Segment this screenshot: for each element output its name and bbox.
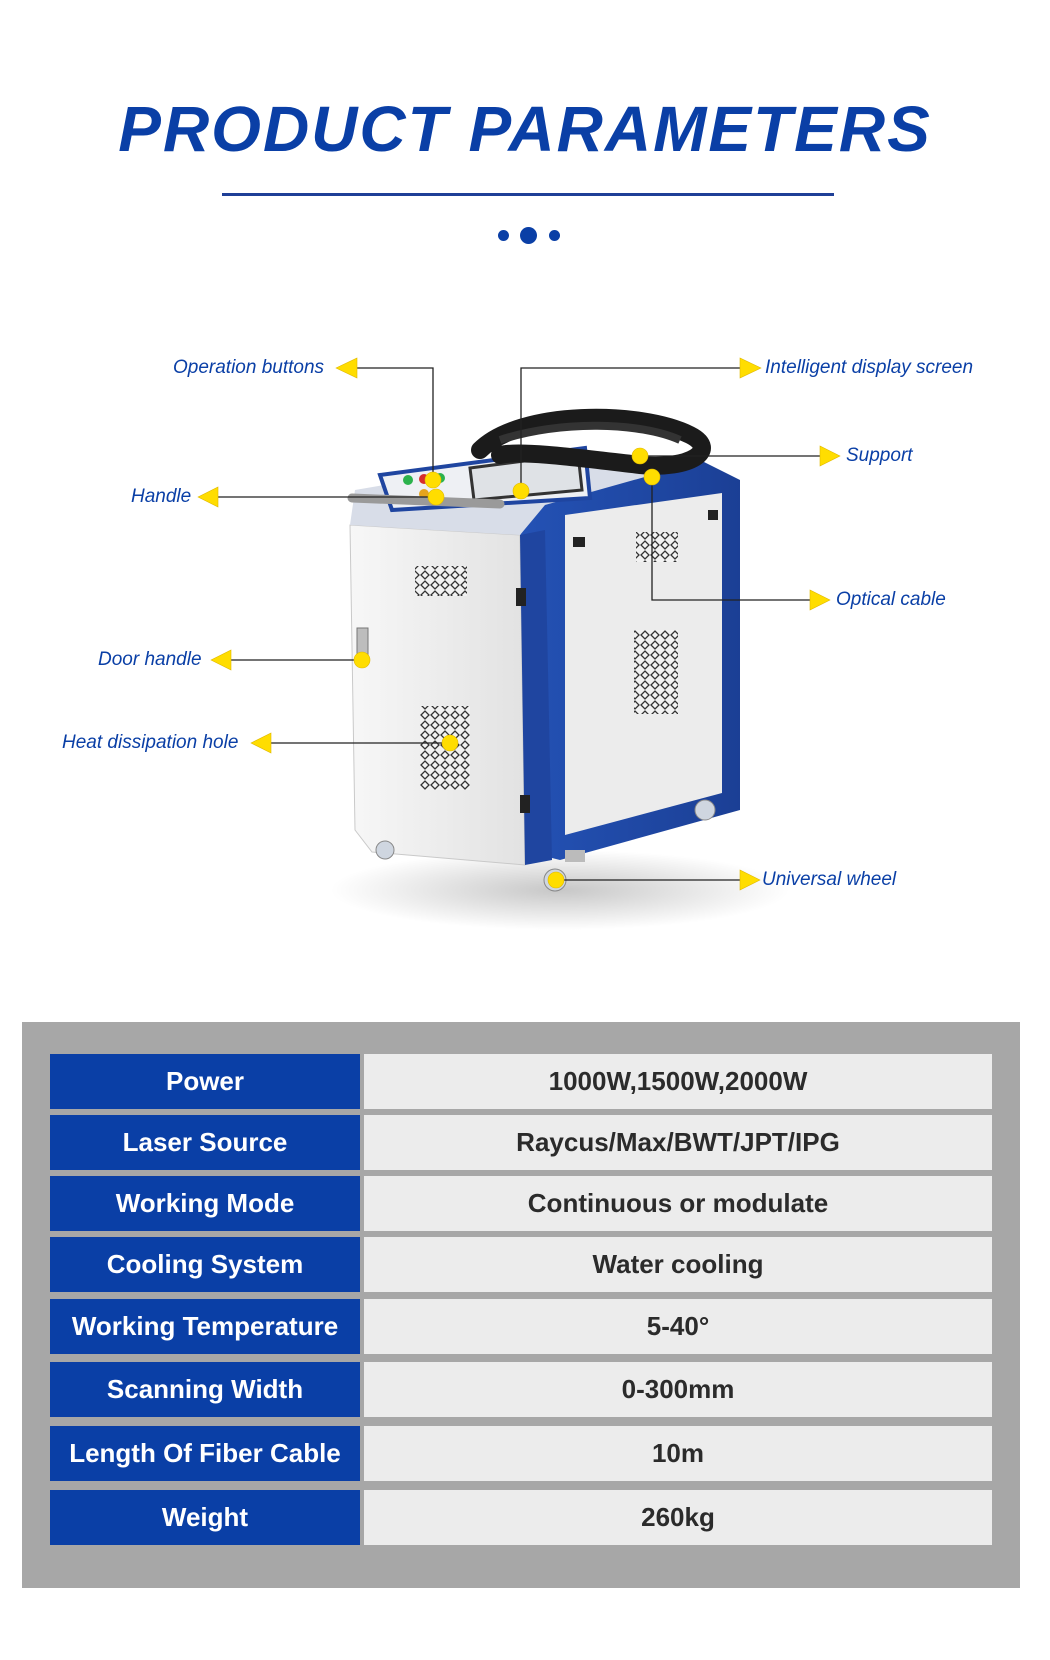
spec-row-working-temperature: Working Temperature 5-40° — [50, 1299, 992, 1354]
callout-support: Support — [846, 445, 913, 466]
fiber-cable-coil — [471, 408, 711, 475]
wheel-bracket — [565, 850, 585, 862]
spec-value: Water cooling — [364, 1237, 992, 1292]
arrow-optical-cable — [809, 589, 831, 611]
callout-optical-cable: Optical cable — [836, 589, 946, 610]
marker-operation-buttons — [424, 471, 442, 489]
callout-universal-wheel: Universal wheel — [762, 869, 897, 890]
dot-left — [498, 230, 509, 241]
callout-door-handle: Door handle — [98, 649, 202, 670]
marker-handle — [427, 488, 445, 506]
spec-value: Continuous or modulate — [364, 1176, 992, 1231]
side-latch-right — [708, 510, 718, 520]
spec-label: Cooling System — [50, 1237, 360, 1292]
hinge-top — [516, 588, 526, 606]
arrow-operation-buttons — [335, 357, 358, 379]
spec-row-working-mode: Working Mode Continuous or modulate — [50, 1176, 992, 1231]
side-latch-left — [573, 537, 585, 547]
hinge-bottom — [520, 795, 530, 813]
front-vent-upper — [415, 566, 467, 596]
leader-display-screen — [520, 367, 740, 489]
handle-bar-graphic — [347, 493, 505, 509]
spec-label: Length Of Fiber Cable — [50, 1426, 360, 1481]
spec-value: Raycus/Max/BWT/JPT/IPG — [364, 1115, 992, 1170]
marker-heat-hole — [441, 734, 459, 752]
title-underline — [222, 193, 834, 196]
spec-row-fiber-cable-length: Length Of Fiber Cable 10m — [50, 1426, 992, 1481]
spec-value: 10m — [364, 1426, 992, 1481]
arrow-display-screen — [739, 357, 762, 379]
spec-label: Scanning Width — [50, 1362, 360, 1417]
callout-handle: Handle — [131, 486, 192, 507]
marker-support — [631, 447, 649, 465]
spec-row-scanning-width: Scanning Width 0-300mm — [50, 1362, 992, 1417]
button-green-1 — [403, 475, 413, 485]
callout-heat-dissipation-hole: Heat dissipation hole — [62, 732, 239, 753]
marker-door-handle — [353, 651, 371, 669]
leader-optical-cable — [651, 477, 810, 601]
arrow-heat-hole — [250, 732, 272, 754]
marker-dots — [353, 447, 661, 889]
decorative-dots — [0, 224, 1050, 244]
spec-value: 260kg — [364, 1490, 992, 1545]
arrow-universal-wheel — [739, 869, 761, 891]
spec-row-power: Power 1000W,1500W,2000W — [50, 1054, 992, 1109]
side-vent-upper — [636, 532, 678, 562]
arrow-heads — [197, 357, 841, 891]
spec-label: Power — [50, 1054, 360, 1109]
spec-value: 1000W,1500W,2000W — [364, 1054, 992, 1109]
spec-value: 5-40° — [364, 1299, 992, 1354]
spec-table: Power 1000W,1500W,2000W Laser Source Ray… — [22, 1022, 1020, 1588]
fiber-cable-strand — [498, 421, 682, 444]
spec-label: Working Mode — [50, 1176, 360, 1231]
arrow-door-handle — [210, 649, 232, 671]
product-diagram: Operation buttons Intelligent display sc… — [0, 330, 1050, 970]
marker-optical-cable — [643, 468, 661, 486]
spec-row-laser-source: Laser Source Raycus/Max/BWT/JPT/IPG — [50, 1115, 992, 1170]
spec-label: Weight — [50, 1490, 360, 1545]
dot-right — [549, 230, 560, 241]
marker-universal-wheel — [547, 871, 565, 889]
spec-row-weight: Weight 260kg — [50, 1490, 992, 1545]
wheel-back-left — [375, 840, 395, 860]
marker-display-screen — [512, 482, 530, 500]
wheel-right — [694, 799, 716, 821]
spec-label: Working Temperature — [50, 1299, 360, 1354]
arrow-support — [819, 445, 841, 467]
spec-row-cooling-system: Cooling System Water cooling — [50, 1237, 992, 1292]
arrow-handle — [197, 486, 219, 508]
page-title: PRODUCT PARAMETERS — [118, 93, 932, 165]
machine-illustration — [197, 357, 841, 930]
callout-operation-buttons: Operation buttons — [173, 357, 325, 378]
leader-lines — [218, 367, 820, 881]
front-frame-edge — [520, 530, 552, 865]
dot-center — [520, 227, 537, 244]
spec-value: 0-300mm — [364, 1362, 992, 1417]
side-vent-lower — [634, 630, 678, 714]
callout-intelligent-display-screen: Intelligent display screen — [765, 357, 974, 378]
leader-operation-buttons — [357, 367, 434, 478]
spec-label: Laser Source — [50, 1115, 360, 1170]
